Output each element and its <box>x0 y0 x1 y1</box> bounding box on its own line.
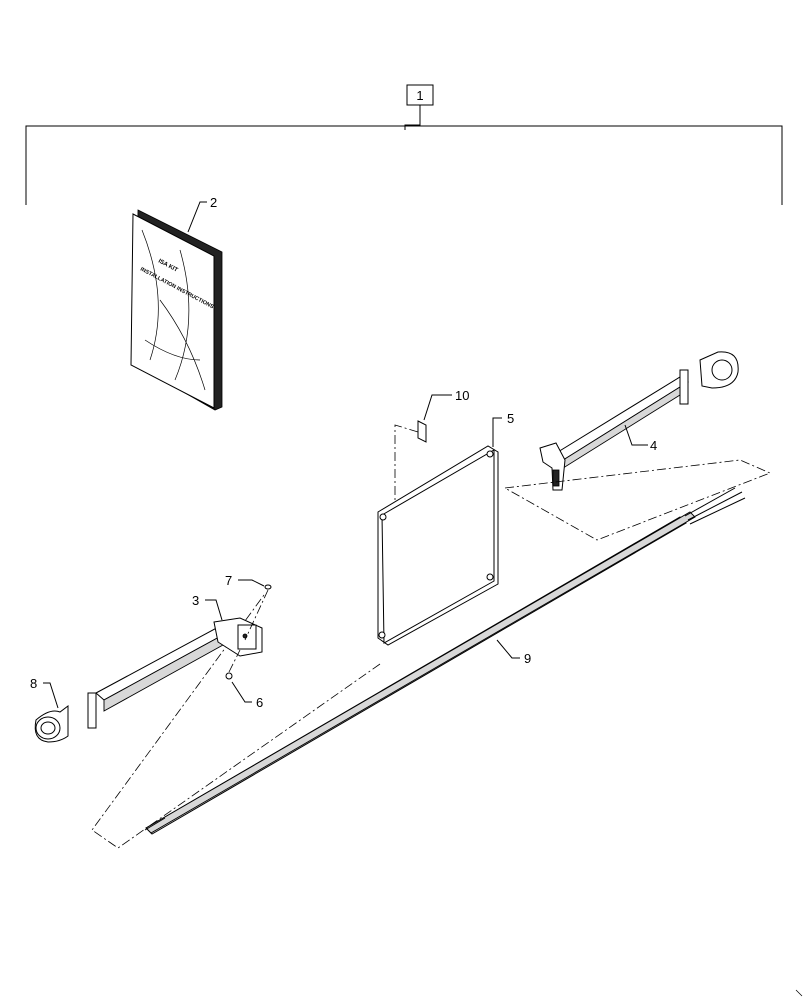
decal <box>394 394 452 535</box>
corner-tick <box>795 989 803 997</box>
harness <box>144 487 746 835</box>
callout-7: 7 <box>225 573 232 588</box>
upper-fastener <box>238 579 272 641</box>
harness-outline <box>91 594 381 849</box>
callout-5: 5 <box>507 411 514 426</box>
left-mount-bar <box>87 599 263 729</box>
callout-9: 9 <box>524 651 531 666</box>
panel <box>377 417 502 646</box>
left-socket <box>34 682 69 743</box>
right-mount-bar <box>539 351 739 491</box>
callout-10: 10 <box>455 388 469 403</box>
right-assembly-outline <box>504 459 772 541</box>
callout-3: 3 <box>192 593 199 608</box>
callout-1: 1 <box>416 88 423 103</box>
callout-4: 4 <box>650 438 657 453</box>
callout-2: 2 <box>210 195 217 210</box>
instruction-manual: ISA KIT INSTALLATION INSTRUCTIONS <box>130 209 223 411</box>
kit-bracket <box>25 84 783 205</box>
lower-fastener <box>225 649 252 703</box>
callout-6: 6 <box>256 695 263 710</box>
callout-8: 8 <box>30 676 37 691</box>
